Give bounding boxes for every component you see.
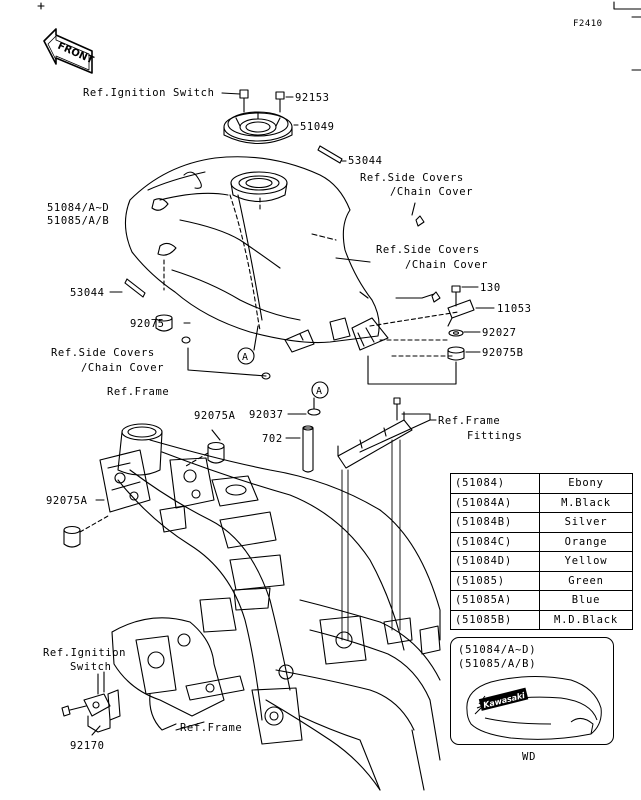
callout-a-lower: A — [311, 381, 329, 399]
label-51084: 51084/A~D — [47, 202, 110, 214]
color-name: M.Black — [539, 492, 633, 513]
color-code: (51084B) — [450, 512, 540, 533]
corner-marks — [37, 1, 641, 71]
label-ref-side-covers-2a: Ref.Side Covers — [376, 244, 480, 256]
wd-variant-box: (51084/A~D) (51085/A/B) Kawasaki — [450, 637, 614, 745]
table-row: (51084D)Yellow — [450, 551, 633, 572]
svg-text:A: A — [242, 352, 248, 363]
label-51085: 51085/A/B — [47, 215, 110, 227]
label-ref-ignition-switch-bottom-a: Ref.Ignition — [43, 647, 127, 659]
table-row: (51084)Ebony — [450, 473, 633, 494]
label-92075: 92075 — [130, 318, 165, 330]
label-53044-top: 53044 — [348, 155, 383, 167]
label-ref-side-covers-1b: /Chain Cover — [390, 186, 474, 198]
color-name: Green — [539, 570, 633, 591]
color-code: (51084) — [450, 473, 540, 494]
label-702: 702 — [262, 433, 283, 445]
ignition-frame-inset — [111, 617, 245, 731]
table-row: (51084B)Silver — [450, 512, 633, 533]
pin-53044-top — [317, 145, 347, 164]
bolt-130 — [451, 285, 461, 307]
label-ref-ignition-switch-bottom-b: Switch — [70, 661, 112, 673]
label-92075a-top: 92075A — [194, 410, 236, 422]
color-name: Yellow — [539, 551, 633, 572]
leader — [221, 92, 241, 95]
label-92153: 92153 — [295, 92, 330, 104]
bracket-11053 — [447, 299, 475, 327]
svg-text:A: A — [316, 386, 322, 397]
label-ref-side-covers-2b: /Chain Cover — [405, 259, 489, 271]
color-name: Silver — [539, 512, 633, 533]
color-code: (51084A) — [450, 492, 540, 513]
ignition-switch-bracket-92170 — [61, 671, 121, 733]
color-name: M.D.Black — [539, 609, 633, 630]
bolt-92153 — [239, 89, 285, 113]
color-code: (51085A) — [450, 590, 540, 611]
hose-702 — [302, 425, 314, 473]
grommet-92075b — [447, 346, 465, 361]
label-ref-frame-top: Ref.Frame — [107, 386, 170, 398]
wd-tank-illustration: Kawasaki — [466, 675, 602, 740]
color-code: (51085B) — [450, 609, 540, 630]
page-code: F2410 — [573, 19, 603, 29]
washer-92027 — [448, 329, 464, 337]
filler-cap-51049 — [223, 111, 293, 144]
fuel-tank — [124, 156, 389, 353]
dashed-leaders — [163, 197, 459, 357]
label-92075a-left: 92075A — [46, 495, 88, 507]
table-row: (51085)Green — [450, 570, 633, 591]
label-ref-side-covers-1a: Ref.Side Covers — [360, 172, 464, 184]
table-row: (51084C)Orange — [450, 531, 633, 552]
callout-a-upper: A — [237, 325, 259, 365]
table-row: (51084A)M.Black — [450, 492, 633, 513]
grommet-92075a-left — [63, 515, 109, 548]
frame-fittings — [337, 397, 437, 469]
label-53044-left: 53044 — [70, 287, 105, 299]
label-ref-side-covers-3a: Ref.Side Covers — [51, 347, 155, 359]
color-code: (51085) — [450, 570, 540, 591]
color-name: Orange — [539, 531, 633, 552]
color-name: Ebony — [539, 473, 633, 494]
label-92075b: 92075B — [482, 347, 524, 359]
label-ref-frame-fittings-a: Ref.Frame — [438, 415, 501, 427]
label-92170: 92170 — [70, 740, 105, 752]
color-code: (51084C) — [450, 531, 540, 552]
color-name: Blue — [539, 590, 633, 611]
color-code: (51084D) — [450, 551, 540, 572]
label-92027: 92027 — [482, 327, 517, 339]
label-92037: 92037 — [249, 409, 284, 421]
color-table: (51084)Ebony (51084A)M.Black (51084B)Sil… — [450, 473, 633, 630]
pin-53044-left — [124, 278, 146, 298]
wd-line1: (51084/A~D) — [458, 644, 537, 656]
label-ref-side-covers-3b: /Chain Cover — [81, 362, 165, 374]
label-ref-ignition-switch-top: Ref.Ignition Switch — [83, 87, 215, 99]
clip-92037 — [307, 397, 321, 416]
label-130: 130 — [480, 282, 501, 294]
grommet-92075 — [155, 314, 173, 332]
label-ref-frame-bottom: Ref.Frame — [180, 722, 243, 734]
wd-line2: (51085/A/B) — [458, 658, 537, 670]
wd-caption: WD — [522, 751, 537, 763]
label-11053: 11053 — [497, 303, 532, 315]
frame — [99, 423, 441, 791]
table-row: (51085B)M.D.Black — [450, 609, 633, 630]
label-ref-frame-fittings-b: Fittings — [467, 430, 523, 442]
grommet-92075a-top — [185, 441, 225, 467]
table-row: (51085A)Blue — [450, 590, 633, 611]
label-51049: 51049 — [300, 121, 335, 133]
front-arrow-icon: FRONT — [43, 28, 95, 74]
